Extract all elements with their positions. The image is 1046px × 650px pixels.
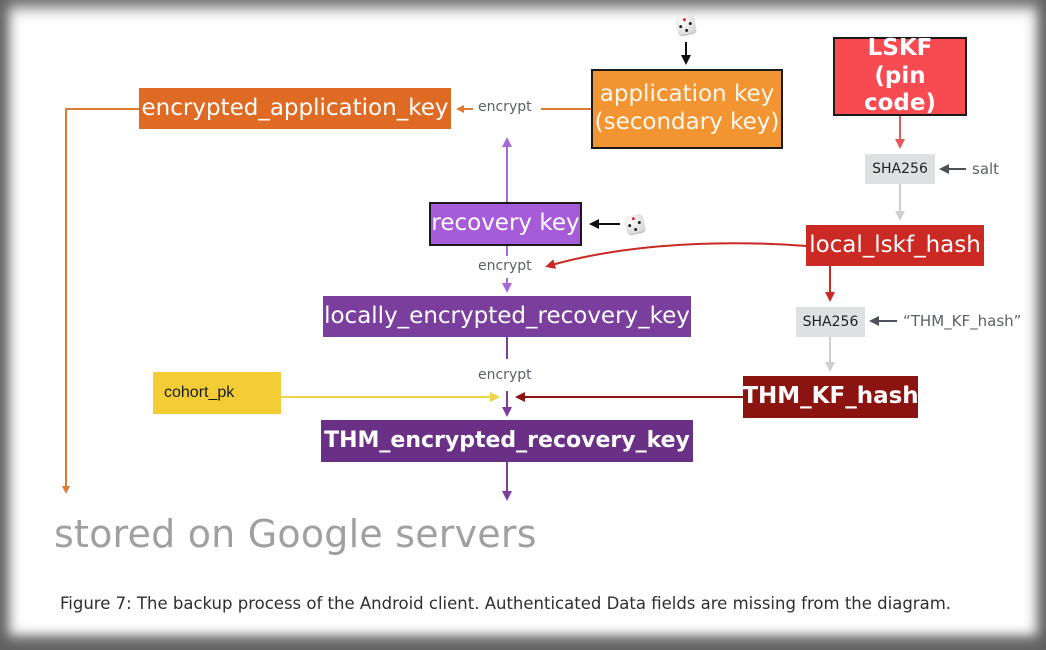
cohort-pk-label: cohort_pk xyxy=(164,384,235,402)
application-key-node: application key (secondary key) xyxy=(591,69,783,149)
encrypt-label-mid: encrypt xyxy=(478,258,532,274)
locally-encrypted-recovery-key-node: locally_encrypted_recovery_key xyxy=(323,296,691,337)
sha256-label: SHA256 xyxy=(872,161,928,177)
edge-encrypted-appkey-to-storage xyxy=(62,108,139,494)
encrypted-application-key-label: encrypted_application_key xyxy=(141,94,449,121)
locally-encrypted-recovery-key-label: locally_encrypted_recovery_key xyxy=(324,302,690,329)
cohort-pk-node: cohort_pk xyxy=(153,372,281,414)
sha256-label: SHA256 xyxy=(802,314,859,330)
encrypt-label-bottom: encrypt xyxy=(478,367,532,383)
lskf-label: LSKF xyxy=(867,35,933,62)
local-lskf-hash-node: local_lskf_hash xyxy=(806,225,984,266)
salt-label: salt xyxy=(972,160,1000,178)
thm-encrypted-recovery-key-node: THM_encrypted_recovery_key xyxy=(321,420,693,462)
dice-icon xyxy=(675,14,697,36)
thm-kf-hash-constant-label: “THM_KF_hash” xyxy=(903,312,1022,330)
storage-destination-label: stored on Google servers xyxy=(54,512,537,556)
dice-icon xyxy=(624,213,646,235)
thm-encrypted-recovery-key-label: THM_encrypted_recovery_key xyxy=(324,427,690,453)
application-key-label: application key xyxy=(599,81,775,108)
lskf-node: LSKF (pin code) xyxy=(833,35,967,117)
edge-lskfhash-to-encrypt-mid xyxy=(545,242,807,269)
thm-kf-hash-node: THM_KF_hash xyxy=(742,376,919,418)
application-key-sublabel: (secondary key) xyxy=(594,109,780,135)
encrypt-label-top: encrypt xyxy=(478,99,532,115)
sha256-node-salt: SHA256 xyxy=(865,154,935,184)
lskf-sublabel: (pin code) xyxy=(863,62,936,117)
thm-kf-hash-label: THM_KF_hash xyxy=(742,383,919,410)
local-lskf-hash-label: local_lskf_hash xyxy=(809,231,981,258)
figure-caption: Figure 7: The backup process of the Andr… xyxy=(60,594,952,613)
encrypted-application-key-node: encrypted_application_key xyxy=(139,88,451,129)
sha256-node-const: SHA256 xyxy=(796,307,865,337)
recovery-key-label: recovery key xyxy=(431,210,580,237)
recovery-key-node: recovery key xyxy=(429,202,582,246)
